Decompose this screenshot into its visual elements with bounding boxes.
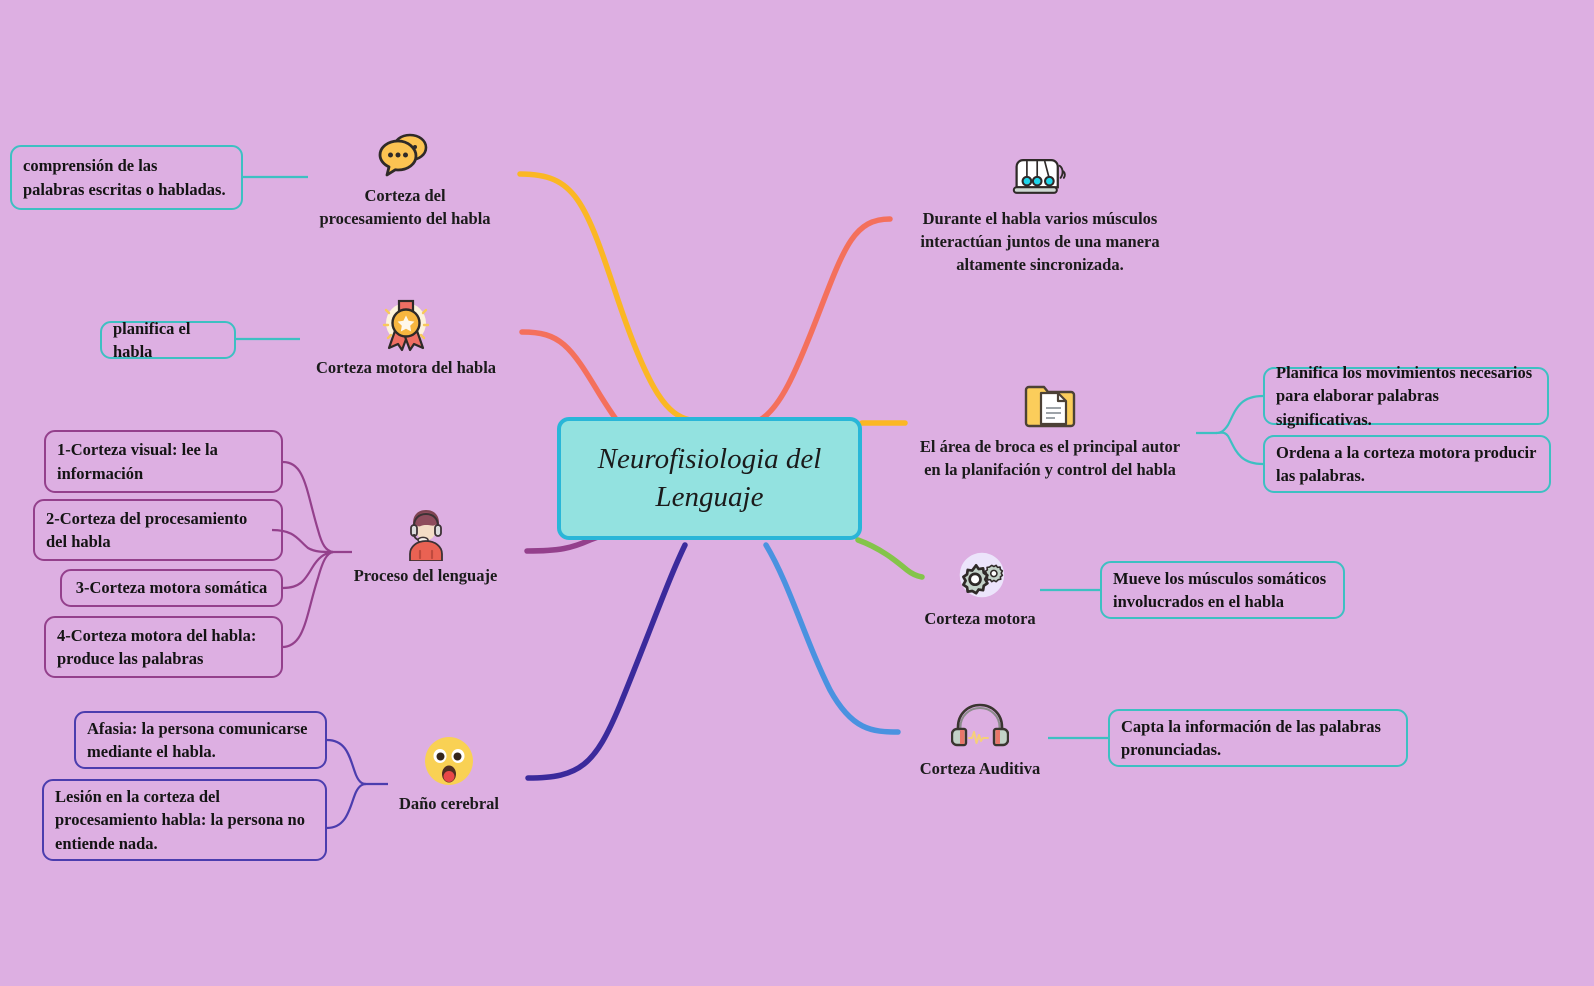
topic-dano-cerebral[interactable]: Daño cerebral xyxy=(390,733,508,816)
folder-document-icon xyxy=(1021,376,1079,432)
box-proceso-1[interactable]: 1-Corteza visual: lee la información xyxy=(44,430,283,493)
topic-area-broca[interactable]: El área de broca es el principal autor e… xyxy=(900,376,1200,482)
surprised-face-icon xyxy=(420,733,478,789)
person-headset-icon xyxy=(397,505,455,561)
box-proceso-3[interactable]: 3-Corteza motora somática xyxy=(60,569,283,607)
box-text: 2-Corteza del procesamiento del habla xyxy=(46,508,248,551)
topic-label: Daño cerebral xyxy=(398,794,500,813)
box-text: Planifica los movimientos necesarios par… xyxy=(1276,362,1533,429)
box-text: 4-Corteza motora del habla: produce las … xyxy=(57,625,257,668)
box-text: comprensión de las palabras escritas o h… xyxy=(23,156,226,199)
box-text: 1-Corteza visual: lee la información xyxy=(57,440,218,483)
box-text: Ordena a la corteza motora producir las … xyxy=(1276,442,1537,485)
gears-icon xyxy=(951,548,1009,604)
box-text: Afasia: la persona comunicarse mediante … xyxy=(87,718,308,761)
root-node-label: Neurofisiologia del Lenguaje xyxy=(597,443,822,513)
box-text: planifica el habla xyxy=(113,318,191,361)
topic-label: Corteza Auditiva xyxy=(919,759,1041,778)
topic-label: Durante el habla varios músculos interac… xyxy=(920,209,1160,274)
box-text: 3-Corteza motora somática xyxy=(75,578,268,598)
newtons-cradle-icon xyxy=(1011,148,1069,204)
box-auditiva-1[interactable]: Capta la información de las palabras pro… xyxy=(1108,709,1408,767)
speech-bubbles-icon xyxy=(376,125,434,181)
topic-corteza-motora[interactable]: Corteza motora xyxy=(900,548,1060,631)
box-dano-1[interactable]: Afasia: la persona comunicarse mediante … xyxy=(74,711,327,769)
box-text: Lesión en la corteza del procesamiento h… xyxy=(55,786,305,853)
box-text: Capta la información de las palabras pro… xyxy=(1121,716,1381,759)
box-motora-1[interactable]: Mueve los músculos somáticos involucrado… xyxy=(1100,561,1345,619)
award-medal-icon xyxy=(377,297,435,353)
root-node[interactable]: Neurofisiologia del Lenguaje xyxy=(557,417,862,540)
topic-corteza-procesamiento-habla[interactable]: Corteza del procesamiento del habla xyxy=(305,125,505,231)
box-proceso-2[interactable]: 2-Corteza del procesamiento del habla xyxy=(33,499,283,561)
topic-corteza-auditiva[interactable]: Corteza Auditiva xyxy=(900,698,1060,781)
box-broca-2[interactable]: Ordena a la corteza motora producir las … xyxy=(1263,435,1551,493)
box-broca-1[interactable]: Planifica los movimientos necesarios par… xyxy=(1263,363,1549,429)
topic-label: Proceso del lenguaje xyxy=(353,566,498,585)
box-comprension[interactable]: comprensión de las palabras escritas o h… xyxy=(10,145,243,210)
box-planifica-habla[interactable]: planifica el habla xyxy=(100,319,236,361)
topic-proceso-lenguaje[interactable]: Proceso del lenguaje xyxy=(348,505,503,588)
box-proceso-4[interactable]: 4-Corteza motora del habla: produce las … xyxy=(44,616,283,678)
topic-corteza-motora-habla[interactable]: Corteza motora del habla xyxy=(306,297,506,380)
topic-label: Corteza motora del habla xyxy=(315,358,497,377)
headphones-icon xyxy=(951,698,1009,754)
topic-durante-el-habla[interactable]: Durante el habla varios músculos interac… xyxy=(895,148,1185,276)
topic-label: El área de broca es el principal autor e… xyxy=(919,437,1181,479)
topic-label: Corteza del procesamiento del habla xyxy=(319,186,491,228)
topic-label: Corteza motora xyxy=(924,609,1036,628)
box-text: Mueve los músculos somáticos involucrado… xyxy=(1113,568,1327,611)
box-dano-2[interactable]: Lesión en la corteza del procesamiento h… xyxy=(42,779,327,861)
